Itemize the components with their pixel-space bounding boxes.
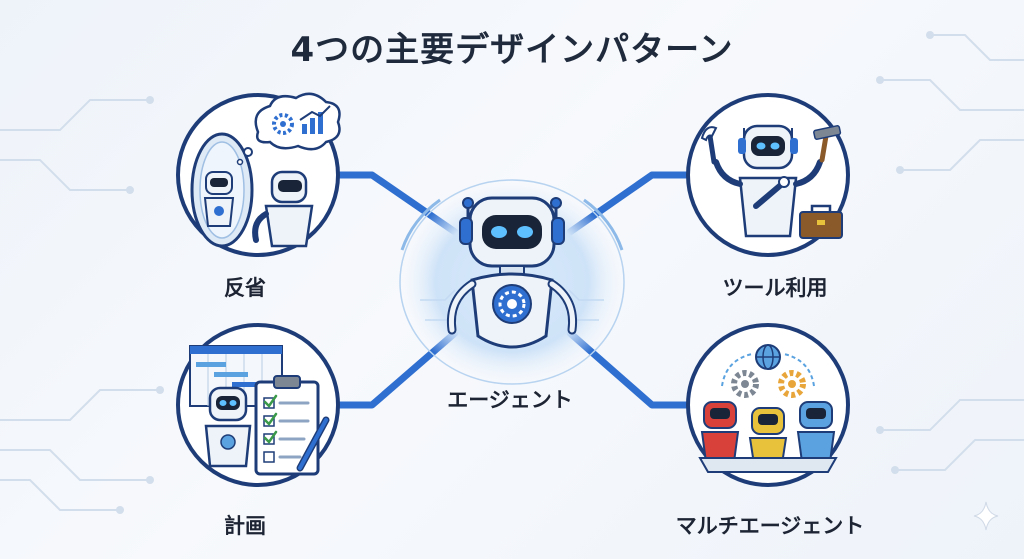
circuit-background <box>0 34 1024 511</box>
label-reflection: 反省 <box>224 276 266 300</box>
diagram-title: 4つの主要デザインパターン <box>290 30 734 70</box>
reflection-pattern-icon <box>176 92 341 257</box>
red-robot-icon <box>700 401 740 463</box>
clipboard-checklist-icon <box>254 375 320 476</box>
connector-multi-agent <box>566 329 694 409</box>
toolbox-icon <box>799 204 843 239</box>
label-tool-use: ツール利用 <box>722 276 828 300</box>
sparkle-icon <box>973 501 999 531</box>
planner-robot-icon <box>204 386 252 468</box>
thinking-robot-icon <box>252 170 314 248</box>
pen-icon <box>296 416 330 472</box>
label-planning: 計画 <box>224 514 266 538</box>
globe-network-icon <box>755 344 781 370</box>
blue-robot-icon <box>796 401 836 463</box>
label-agent: エージェント <box>447 388 573 412</box>
gear-icon <box>731 370 806 398</box>
thought-bubble-icon <box>236 92 341 166</box>
wrench-icon <box>700 126 790 209</box>
connector-planning <box>331 329 459 409</box>
mirror-icon <box>190 132 254 248</box>
planning-pattern-icon <box>176 323 340 487</box>
robot-with-tools-icon <box>713 124 823 238</box>
multi-agent-pattern-icon <box>686 323 850 487</box>
tool-use-pattern-icon <box>686 93 850 257</box>
label-multi-agent: マルチエージェント <box>675 514 865 538</box>
table-icon <box>698 457 838 473</box>
connector-reflection <box>331 171 459 236</box>
center-robot-icon <box>446 196 578 349</box>
hammer-icon <box>813 125 842 163</box>
